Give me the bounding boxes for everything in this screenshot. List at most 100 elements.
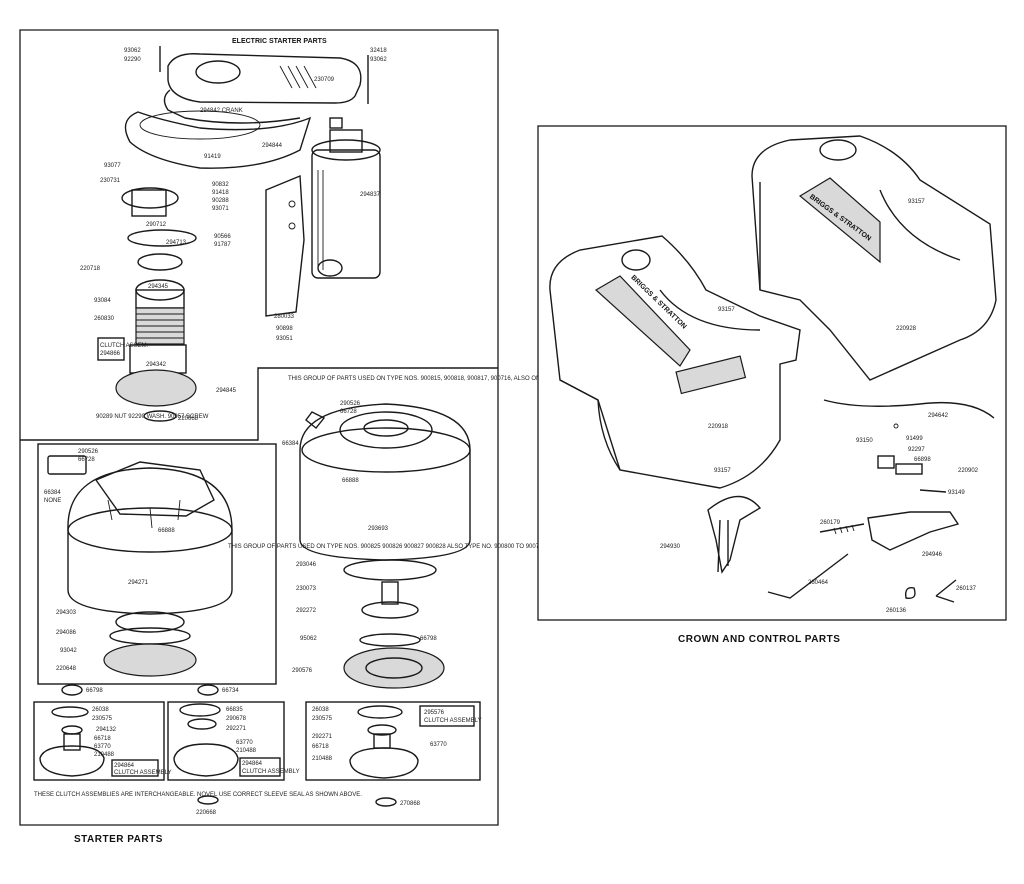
part-93051: 93051: [276, 336, 293, 342]
part-210488b: 210488: [236, 748, 257, 754]
part-280033: 280033: [274, 314, 295, 320]
part-66734: 66734: [222, 688, 239, 694]
crown-frame: [537, 125, 1007, 621]
part-26038: 26038: [92, 707, 109, 713]
part-66384: 66384: [44, 490, 61, 496]
part-260179: 260179: [820, 520, 841, 526]
electric-starter-title: ELECTRIC STARTER PARTS: [232, 38, 327, 45]
part-93084: 93084: [94, 298, 111, 304]
part-290712: 290712: [146, 222, 167, 228]
part-95062: 95062: [300, 636, 317, 642]
part-220668b: 220668: [196, 810, 217, 816]
clutch-box-3: [305, 701, 481, 781]
clutch-assembly-label-2: CLUTCH ASSEMBLY: [242, 769, 300, 775]
type-group-top-note: THIS GROUP OF PARTS USED ON TYPE NOS. 90…: [288, 376, 594, 382]
part-292272: 292272: [296, 608, 317, 614]
starter-housing: [124, 111, 312, 169]
part-260136: 260136: [886, 608, 907, 614]
part-295576: 295576: [424, 710, 445, 716]
top-cover-plate: [159, 46, 369, 124]
part-260464: 260464: [808, 580, 829, 586]
crown-control-panel: BRIGGS & STRATTON 93157 220928 BRIGGS & …: [537, 125, 1007, 621]
washer-66734: [197, 684, 219, 696]
part-270868: 270868: [400, 801, 421, 807]
type-group-left-box: [37, 443, 277, 685]
part-66728b: 66728: [340, 409, 357, 415]
part-294345: 294345: [148, 284, 169, 290]
part-93150: 93150: [856, 438, 873, 444]
part-66384b: 66384: [282, 441, 299, 447]
part-66888b: 66888: [342, 478, 359, 484]
part-91418: 91418: [212, 190, 229, 196]
clutch-assembly-label-1: CLUTCH ASSEMBLY: [114, 770, 172, 776]
clutch-assembly-2: [173, 703, 239, 777]
part-230731: 230731: [100, 178, 121, 184]
clutch-box-2: [167, 701, 285, 781]
part-66798: 66798: [86, 688, 103, 694]
part-93157c: 93157: [714, 468, 731, 474]
part-63770c: 63770: [430, 742, 447, 748]
starter-unit-left: [47, 455, 233, 677]
clutch-label-box-3: [419, 705, 475, 727]
washer-270868: [375, 797, 397, 807]
part-292272b: 292271: [226, 726, 247, 732]
part-210488c: 210488: [312, 756, 333, 762]
clutch-assem-label: CLUTCH ASSEM.: [100, 343, 149, 349]
part-230575: 230575: [92, 716, 113, 722]
part-294845: 294845: [216, 388, 237, 394]
part-294342: 294342: [146, 362, 167, 368]
part-93149: 93149: [948, 490, 965, 496]
part-90288: 90288: [212, 198, 229, 204]
clutch-label-box-2: [239, 757, 281, 777]
starter-parts-panel: ELECTRIC STARTER PARTS: [19, 29, 594, 826]
part-66718: 66718: [94, 736, 111, 742]
divider-line: [20, 367, 498, 441]
part-91787: 91787: [214, 242, 231, 248]
part-93071: 93071: [212, 206, 229, 212]
part-294713: 294713: [166, 240, 187, 246]
part-93062: 93062: [124, 48, 141, 54]
part-294271: 294271: [128, 580, 149, 586]
part-93042: 93042: [60, 648, 77, 654]
part-230575b: 230575: [312, 716, 333, 722]
type-group-left-note: THIS GROUP OF PARTS USED ON TYPE NOS. 90…: [228, 544, 546, 550]
part-66898: 66898: [914, 457, 931, 463]
gear-stack: [115, 187, 197, 422]
clutch-box-1: [33, 701, 165, 781]
part-66888: 66888: [158, 528, 175, 534]
part-290526b: 290526: [340, 401, 361, 407]
part-210488: 210488: [94, 752, 115, 758]
part-294866: 294866: [100, 351, 121, 357]
part-92297: 92297: [908, 447, 925, 453]
part-92290: 92290: [124, 57, 141, 63]
part-294844: 294844: [262, 143, 283, 149]
part-292271c: 292271: [312, 734, 333, 740]
part-220648: 220648: [56, 666, 77, 672]
motor-bracket: [265, 174, 305, 317]
washer-220668: [197, 795, 219, 805]
part-294930: 294930: [660, 544, 681, 550]
clutch-assem-box: [97, 337, 125, 361]
part-294842: 294842 CRANK: [200, 108, 243, 114]
part-290678: 290678: [226, 716, 247, 722]
part-290526: 290526: [78, 449, 99, 455]
part-294837: 294837: [360, 192, 381, 198]
starter-unit-right: [299, 403, 471, 689]
crown-shroud-front: [549, 235, 801, 489]
part-90566: 90566: [214, 234, 231, 240]
part-220928: 220928: [896, 326, 917, 332]
part-91499: 91499: [906, 436, 923, 442]
part-260137: 260137: [956, 586, 977, 592]
interchange-note: THESE CLUTCH ASSEMBLIES ARE INTERCHANGEA…: [34, 792, 362, 798]
washer-66798: [61, 684, 83, 696]
part-294132: 294132: [96, 727, 117, 733]
part-63770b: 63770: [236, 740, 253, 746]
note-none: NONE: [44, 498, 61, 504]
part-26038b: 26038: [312, 707, 329, 713]
part-294946: 294946: [922, 552, 943, 558]
part-294864b: 294864: [242, 761, 263, 767]
part-293693: 293693: [368, 526, 389, 532]
part-63770: 63770: [94, 744, 111, 750]
part-294086: 294086: [56, 630, 77, 636]
